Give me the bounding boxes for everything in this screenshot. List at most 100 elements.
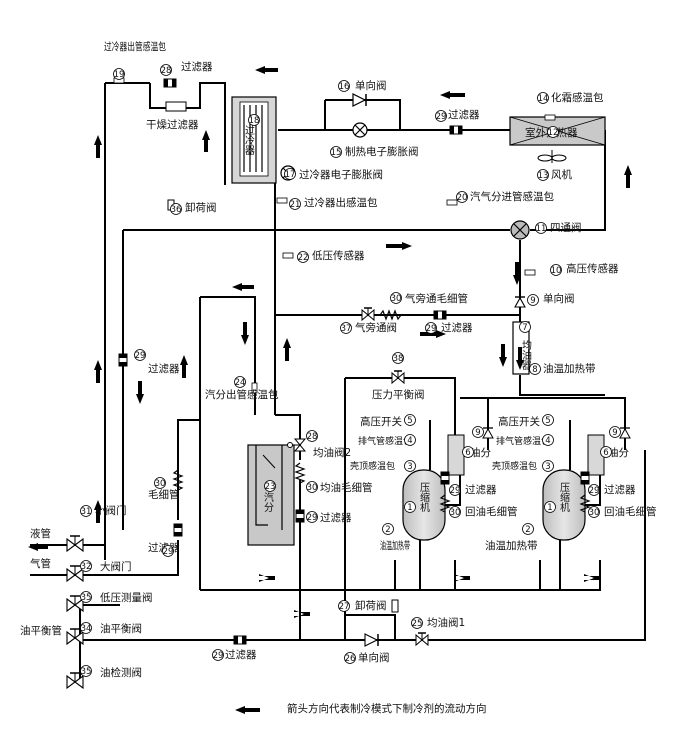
label-36: 卸荷阀 — [185, 201, 217, 214]
number-label: 37 — [341, 324, 352, 334]
label-19a: 过冷器出管感温包 — [104, 40, 166, 53]
number-marker — [537, 169, 549, 181]
label-dryer: 干燥过滤器 — [146, 118, 199, 131]
number-label: 9 — [530, 296, 535, 306]
return-oil-capillary-a — [439, 494, 451, 513]
label-20: 汽气分进管感温包 — [470, 190, 554, 203]
number-label: 38 — [393, 354, 404, 364]
number-marker — [449, 484, 461, 496]
pressure-balance-valve — [391, 370, 405, 385]
pipe-network — [30, 82, 646, 685]
number-label: 29 — [450, 486, 461, 496]
number-marker — [435, 110, 447, 122]
label-7: 均油器 — [520, 340, 532, 371]
number-marker — [297, 251, 309, 263]
label-oilsep-a: 油分 — [470, 446, 491, 459]
number-label: 31 — [81, 507, 92, 517]
number-label: 35 — [81, 593, 92, 603]
number-label: 18 — [249, 116, 260, 126]
sensor-22 — [282, 252, 294, 259]
number-label: 4 — [407, 436, 412, 446]
number-label: 7 — [522, 323, 527, 333]
label-oil-pipe: 油平衡管 — [20, 624, 62, 637]
service-valves — [66, 535, 84, 690]
filter-29f — [440, 471, 450, 485]
number-label: 28 — [161, 66, 172, 76]
label-17: 过冷器电子膨胀阀 — [299, 168, 383, 181]
label-34: 油平衡阀 — [100, 622, 142, 635]
number-label: 14 — [538, 94, 549, 104]
check-valve-9c — [619, 427, 631, 439]
sensor-20 — [446, 199, 458, 206]
label-14: 化霜感温包 — [551, 91, 604, 104]
sensor-21 — [276, 197, 288, 204]
sensor-24 — [251, 382, 258, 394]
number-label: 12 — [548, 128, 559, 138]
label-15: 制热电子膨胀阀 — [345, 145, 419, 158]
number-marker — [80, 560, 92, 572]
number-marker — [340, 322, 352, 334]
number-label: 26 — [345, 654, 356, 664]
filter-28 — [163, 78, 177, 88]
label-oilheat-a: 油温加热带 — [380, 539, 410, 552]
label-8: 油温加热带 — [543, 362, 596, 375]
label-25: 均油阀1 — [427, 616, 465, 629]
label-30a: 气旁通毛细管 — [405, 292, 468, 305]
labels: 过冷器出管感温包 过滤器 干燥过滤器 过冷器 单向阀 制热电子膨胀阀 过滤器 化… — [20, 40, 657, 715]
number-marker — [330, 146, 342, 158]
number-label: 29 — [163, 547, 174, 557]
number-label: 5 — [407, 416, 412, 426]
number-marker — [338, 600, 350, 612]
number-label: 21 — [290, 200, 301, 210]
oil-equalizer-valve-1 — [415, 632, 429, 647]
label-16: 单向阀 — [355, 79, 387, 92]
number-marker — [289, 198, 301, 210]
filter-29e — [173, 523, 183, 537]
filter-29c — [118, 353, 128, 367]
number-label: 24 — [235, 378, 246, 388]
label-4a: 排气管感温包 — [358, 435, 412, 447]
number-marker — [248, 114, 260, 126]
label-10: 高压传感器 — [566, 262, 619, 275]
label-3a: 壳顶感温包 — [350, 460, 395, 472]
label-29c: 过滤器 — [148, 362, 180, 375]
filter-29d — [295, 509, 305, 523]
label-30e: 回油毛细管 — [604, 505, 657, 518]
number-marker — [600, 446, 612, 458]
number-marker — [462, 446, 474, 458]
number-label: 29 — [213, 651, 224, 661]
number-label: 16 — [339, 82, 350, 92]
gas-bypass-capillary — [379, 309, 402, 321]
number-marker — [404, 434, 416, 446]
number-label: 6 — [465, 448, 470, 458]
number-marker — [234, 376, 246, 388]
label-3b: 壳顶感温包 — [492, 460, 537, 472]
number-label: 1 — [547, 503, 552, 513]
number-label: 11 — [536, 224, 547, 234]
label-27: 卸荷阀 — [355, 599, 387, 612]
number-label: 8 — [532, 365, 537, 375]
label-22: 低压传感器 — [312, 249, 365, 262]
label-24a: 汽分出管感温包 — [205, 388, 279, 401]
subcooler — [231, 96, 277, 184]
number-label: 23 — [265, 482, 276, 492]
number-marker — [338, 80, 350, 92]
number-marker — [392, 352, 404, 364]
dryer-filter — [165, 101, 187, 112]
label-comp-b: 压缩机 — [558, 482, 570, 513]
number-marker — [449, 506, 461, 518]
oil-equalizer-valve-2 — [287, 438, 307, 452]
check-valve-16 — [352, 93, 367, 107]
label-28: 过滤器 — [181, 60, 213, 73]
number-marker — [134, 349, 146, 361]
filter-29b — [433, 310, 447, 320]
oil-capillary-30b — [294, 462, 306, 484]
label-29h: 过滤器 — [225, 648, 257, 661]
label-31: 小阀门 — [95, 504, 127, 517]
number-label: 22 — [298, 253, 309, 263]
number-marker — [80, 505, 92, 517]
number-label: 1 — [407, 503, 412, 513]
number-label: 9 — [475, 428, 480, 438]
number-label: 17 — [285, 170, 296, 180]
